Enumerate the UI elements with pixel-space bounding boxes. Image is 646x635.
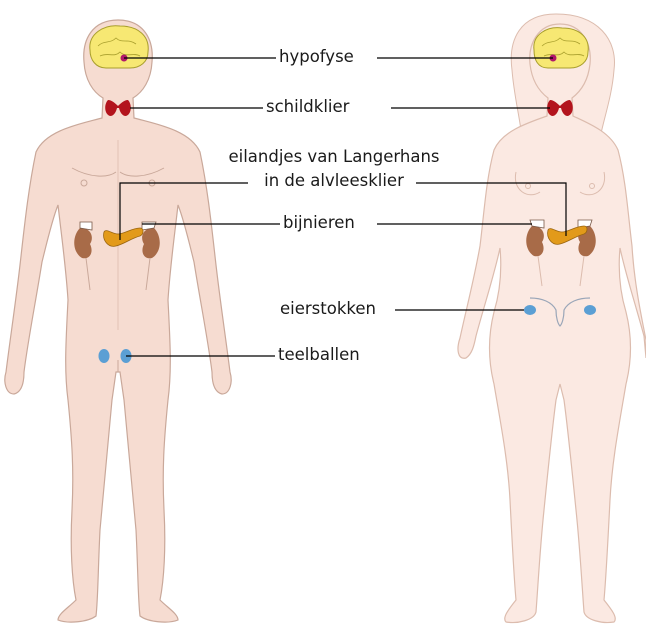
female-ovary-right: [584, 305, 596, 315]
label-teelballen: teelballen: [275, 345, 363, 365]
label-langerhans-line2-wrap: in de alvleesklier: [203, 171, 465, 191]
label-langerhans-line1: eilandjes van Langerhans: [203, 147, 465, 167]
female-brain: [534, 28, 588, 68]
label-langerhans: eilandjes van Langerhans in de alvleeskl…: [200, 147, 468, 191]
label-langerhans-line2: in de alvleesklier: [261, 171, 407, 190]
label-bijnieren: bijnieren: [280, 213, 358, 233]
male-brain: [90, 26, 148, 68]
label-hypofyse: hypofyse: [276, 47, 357, 67]
label-eierstokken: eierstokken: [277, 299, 379, 319]
female-ovary-left: [524, 305, 536, 315]
label-schildklier: schildklier: [263, 97, 352, 117]
male-body-figure: [5, 20, 231, 622]
brain-icon: [90, 26, 148, 68]
gonad-icon: [99, 349, 110, 363]
